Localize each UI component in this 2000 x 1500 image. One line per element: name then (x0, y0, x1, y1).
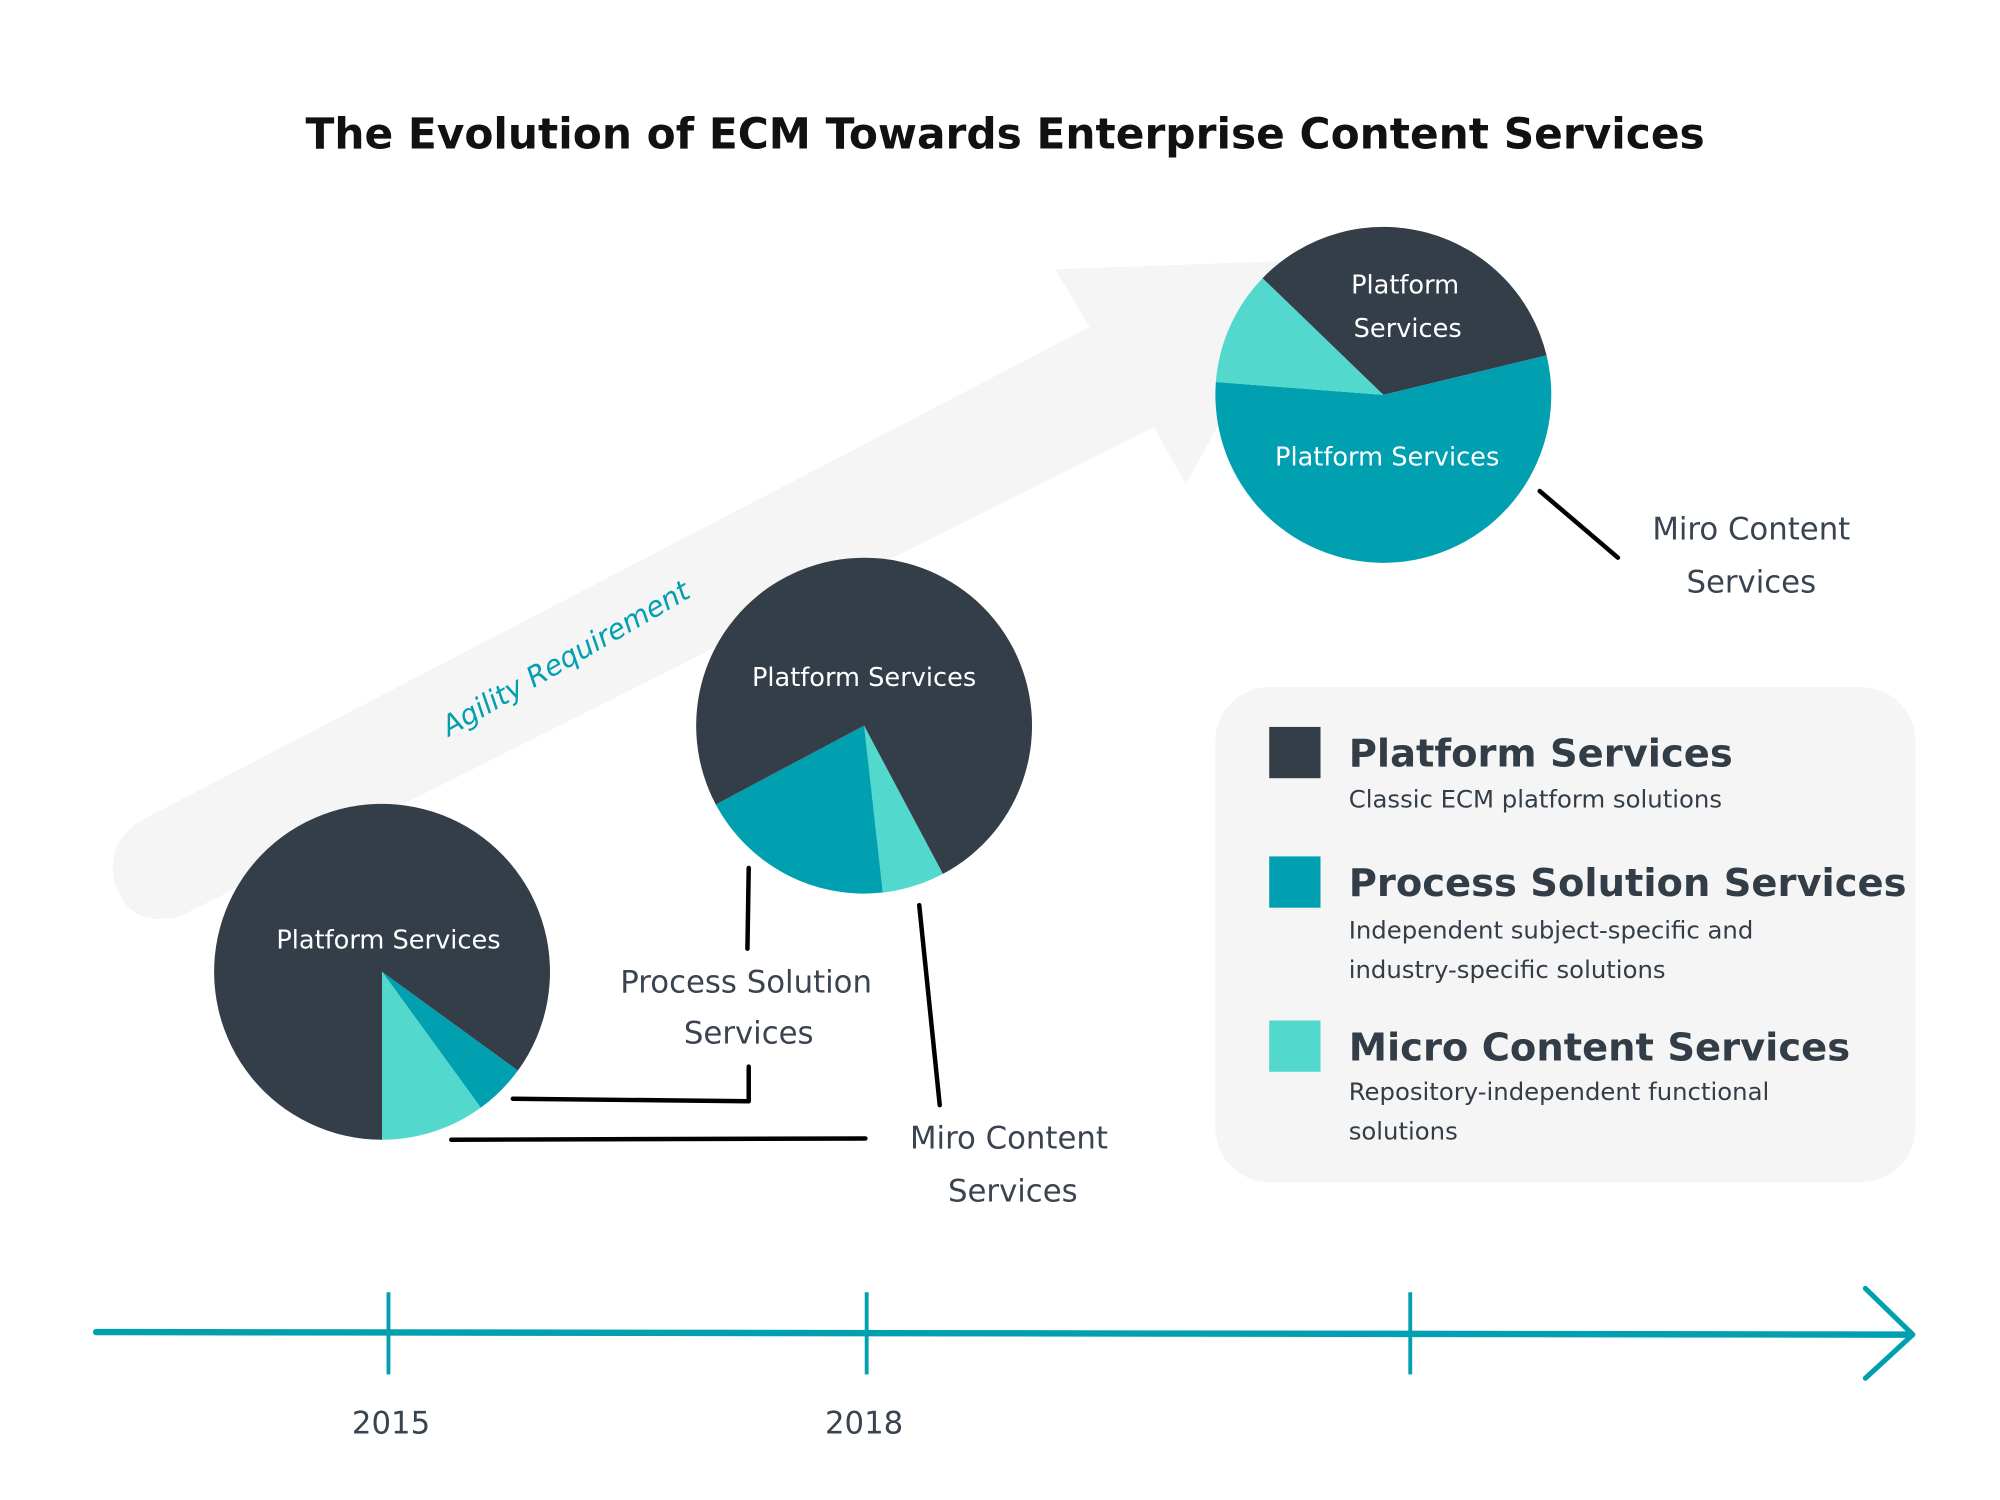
pie-2018-platform-label: Platform Services (752, 663, 976, 693)
pie-slice-micro (864, 725, 943, 893)
pie-future-platform-label-1: Platform (1351, 271, 1459, 301)
legend-box (1215, 687, 1916, 1183)
legend-swatch-process (1269, 856, 1321, 908)
leader-line-micro-2015 (449, 1136, 868, 1142)
pie-2015-platform-label: Platform Services (276, 926, 500, 956)
agility-arrow (112, 260, 1308, 919)
leader-line-process-top (745, 865, 751, 951)
timeline-axis (92, 1328, 1914, 1338)
pie-slice-process (382, 971, 518, 1108)
callout-micro-mid-line1: Miro Content (910, 1121, 1108, 1157)
legend-desc-process-2: industry-specific solutions (1349, 955, 1666, 984)
leader-line-micro-future (1537, 488, 1621, 560)
pie-future-platform-label-2: Services (1354, 314, 1462, 344)
callout-process-line2: Services (684, 1016, 814, 1052)
callout-micro-mid-line2: Services (948, 1173, 1078, 1209)
callout-micro-right-line1: Miro Content (1652, 512, 1850, 548)
leader-line-process (510, 1064, 751, 1104)
legend-desc-process-1: Independent subject-specific and (1349, 915, 1754, 944)
timeline-label-2015: 2015 (352, 1405, 430, 1441)
legend-title-process: Process Solution Services (1349, 861, 1907, 906)
legend-desc-micro-2: solutions (1349, 1117, 1458, 1146)
pie-2015 (214, 803, 551, 1140)
diagram-title: The Evolution of ECM Towards Enterprise … (306, 110, 1705, 159)
legend-title-platform: Platform Services (1349, 732, 1733, 777)
pie-future (1215, 226, 1552, 563)
legend-desc-platform: Classic ECM platform solutions (1349, 785, 1722, 814)
pie-slice-process (715, 725, 883, 894)
legend-desc-micro-1: Repository-independent functional (1349, 1077, 1770, 1106)
pie-slice-platform (696, 557, 1033, 874)
pie-slice-micro (1215, 278, 1384, 395)
callout-micro-right-line2: Services (1686, 564, 1816, 600)
timeline-label-2018: 2018 (825, 1405, 903, 1441)
callout-process-line1: Process Solution (620, 964, 872, 1000)
pie-slice-micro (382, 971, 481, 1140)
legend-swatch-platform (1269, 726, 1321, 779)
timeline-arrowhead-icon (1862, 1285, 1916, 1381)
leader-line-micro-2018 (916, 902, 942, 1108)
legend-title-micro: Micro Content Services (1349, 1025, 1850, 1070)
legend-swatch-micro (1269, 1020, 1321, 1072)
pie-slice-process (1215, 355, 1552, 563)
pie-2018 (696, 557, 1033, 894)
pie-future-process-label: Platform Services (1275, 442, 1499, 472)
pie-slice-platform (1262, 226, 1547, 395)
